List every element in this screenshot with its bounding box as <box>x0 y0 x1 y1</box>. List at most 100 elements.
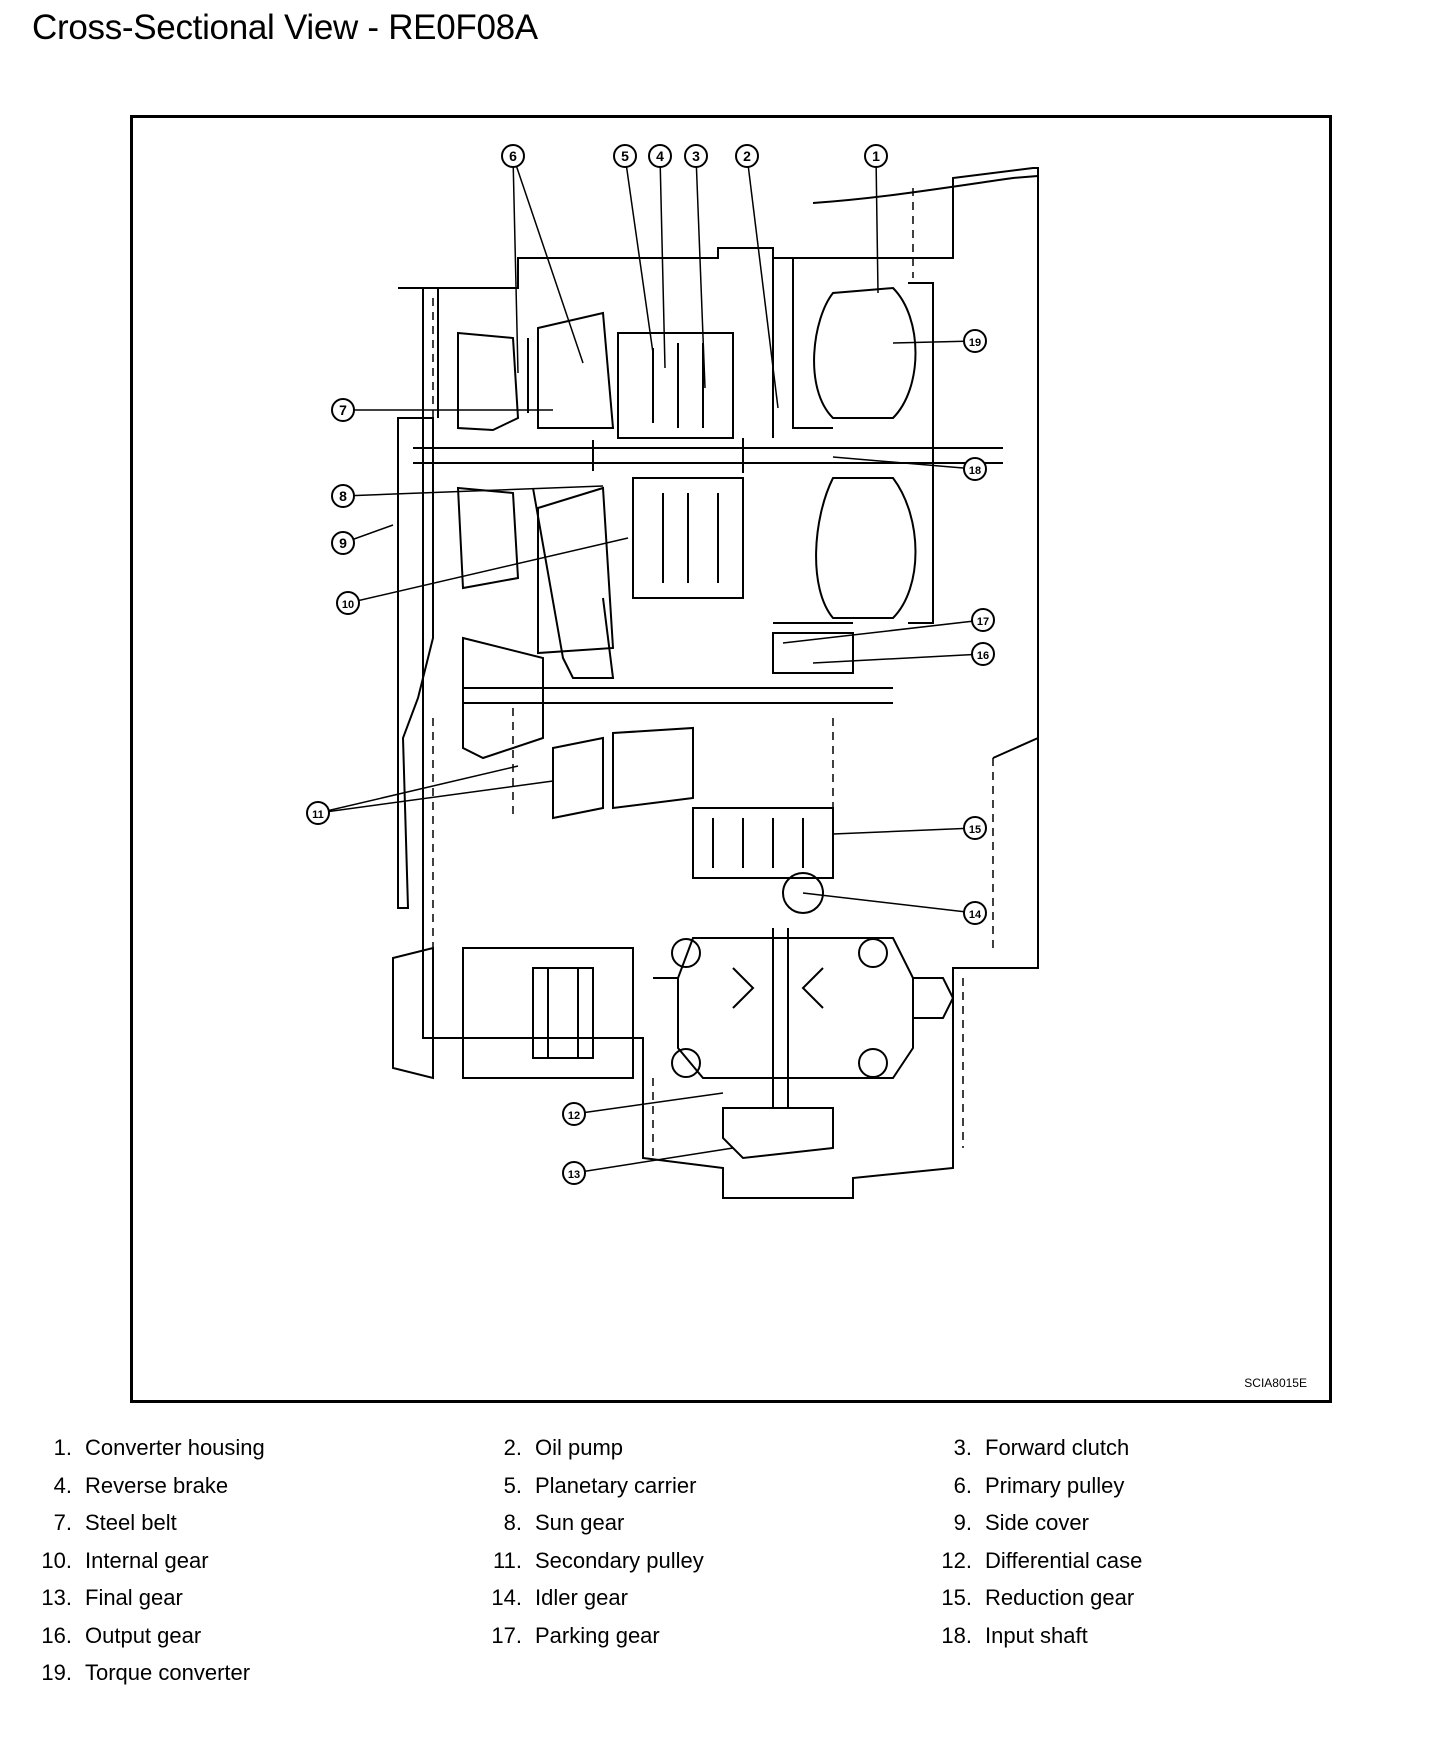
figure-code: SCIA8015E <box>1244 1376 1307 1390</box>
callout-circle-3 <box>684 144 708 168</box>
callout-number-6: 6 <box>509 148 517 164</box>
callout-circle-13 <box>562 1161 586 1185</box>
legend-item-label: Torque converter <box>85 1660 251 1685</box>
legend-item-label: Output gear <box>85 1622 202 1648</box>
legend-item-number: 19. <box>41 1660 72 1685</box>
transmission-cross-section-drawing <box>392 167 1039 1199</box>
callout-number-14: 14 <box>969 909 982 921</box>
oil-pump <box>772 248 833 438</box>
callout-number-15: 15 <box>969 824 981 836</box>
callout-circle-18 <box>963 457 987 481</box>
callout-number-7: 7 <box>339 402 347 418</box>
leader-line-18 <box>832 456 976 470</box>
callout-number-3: 3 <box>692 148 700 164</box>
torque-converter <box>813 286 917 419</box>
leader-line-5 <box>624 155 654 354</box>
legend-item-label: Secondary pulley <box>535 1547 704 1573</box>
callout-number-10: 10 <box>342 599 354 611</box>
legend-item-label: Input shaft <box>985 1622 1088 1648</box>
legend-item-number: 13. <box>41 1585 72 1610</box>
legend-item-label: Final gear <box>85 1585 183 1610</box>
legend-item-number: 8. <box>503 1510 522 1535</box>
legend-item-number: 7. <box>53 1510 72 1535</box>
legend-item-label: Internal gear <box>85 1547 209 1573</box>
leader-line-15 <box>832 827 976 835</box>
leader-line-6 <box>512 155 584 364</box>
legend-item-number: 6. <box>953 1472 972 1498</box>
callout-circle-12 <box>562 1102 586 1126</box>
callout-number-4: 4 <box>656 148 664 164</box>
callout-circle-17 <box>971 608 995 632</box>
final-gear <box>722 1107 834 1160</box>
legend-item-label: Reduction gear <box>985 1585 1135 1610</box>
legend-item-number: 12. <box>941 1547 972 1573</box>
callout-number-1: 1 <box>872 148 880 164</box>
reduction-gear <box>692 807 834 879</box>
leader-line-6 <box>512 155 519 374</box>
callout-number-19: 19 <box>969 337 981 349</box>
callout-circle-19 <box>963 329 987 353</box>
callout-number-13: 13 <box>568 1169 580 1181</box>
legend-item-number: 3. <box>953 1435 972 1460</box>
idler-gear <box>782 872 824 914</box>
drive-shaft-stub <box>392 946 634 1080</box>
leader-line-12 <box>573 1092 724 1115</box>
callout-circle-6 <box>501 144 525 168</box>
leader-line-1 <box>875 155 879 294</box>
callout-circle-14 <box>963 901 987 925</box>
planetary-set <box>617 332 734 439</box>
secondary-pulley-shaft <box>463 687 893 704</box>
leader-line-10 <box>347 537 629 604</box>
legend-item-number: 10. <box>41 1547 72 1573</box>
leader-line-3 <box>695 155 706 389</box>
callout-circle-16 <box>971 642 995 666</box>
primary-pulley-sheave-right <box>537 311 615 429</box>
callout-circle-2 <box>735 144 759 168</box>
callout-number-2: 2 <box>743 148 751 164</box>
callout-circle-15 <box>963 816 987 840</box>
legend-item-number: 5. <box>503 1472 522 1498</box>
legend-item-label: Idler gear <box>535 1585 628 1610</box>
legend-item-number: 15. <box>941 1585 972 1610</box>
callout-circle-8 <box>331 484 355 508</box>
leader-line-14 <box>802 892 976 914</box>
page-title: Cross-Sectional View - RE0F08A <box>32 8 538 47</box>
callout-circle-9 <box>331 531 355 555</box>
callout-number-5: 5 <box>621 148 629 164</box>
callout-circle-1 <box>864 144 888 168</box>
callout-number-17: 17 <box>977 616 989 628</box>
legend-item-label: Side cover <box>985 1510 1089 1535</box>
leader-line-16 <box>812 653 984 664</box>
secondary-pulley <box>552 736 604 820</box>
legend-item-number: 17. <box>491 1622 522 1648</box>
callout-circle-4 <box>648 144 672 168</box>
callout-number-18: 18 <box>969 465 981 477</box>
legend-item-number: 2. <box>503 1435 522 1460</box>
converter-housing-shell <box>812 174 1039 759</box>
legend-item-number: 14. <box>491 1585 522 1610</box>
callout-number-16: 16 <box>977 650 989 662</box>
legend-item-number: 11. <box>493 1547 522 1573</box>
legend-item-label: Converter housing <box>85 1435 265 1460</box>
callout-number-11: 11 <box>312 809 324 821</box>
steel-belt <box>527 338 615 679</box>
callout-number-8: 8 <box>339 488 347 504</box>
leader-line-13 <box>573 1147 734 1174</box>
callout-number-9: 9 <box>339 535 347 551</box>
leader-line-8 <box>342 485 604 497</box>
callout-number-12: 12 <box>568 1110 580 1122</box>
callout-circle-10 <box>336 591 360 615</box>
legend-item-label: Oil pump <box>535 1435 624 1460</box>
callout-circle-5 <box>613 144 637 168</box>
leader-line-11 <box>317 765 519 814</box>
output-gear <box>772 632 854 674</box>
leader-line-17 <box>782 619 984 644</box>
leader-line-19 <box>892 340 976 344</box>
primary-pulley-sheave-left <box>457 331 520 432</box>
legend-item-number: 18. <box>941 1622 972 1648</box>
legend-item-number: 1. <box>53 1435 72 1460</box>
legend-item-label: Primary pulley <box>985 1472 1125 1498</box>
legend-item-label: Sun gear <box>535 1510 625 1535</box>
